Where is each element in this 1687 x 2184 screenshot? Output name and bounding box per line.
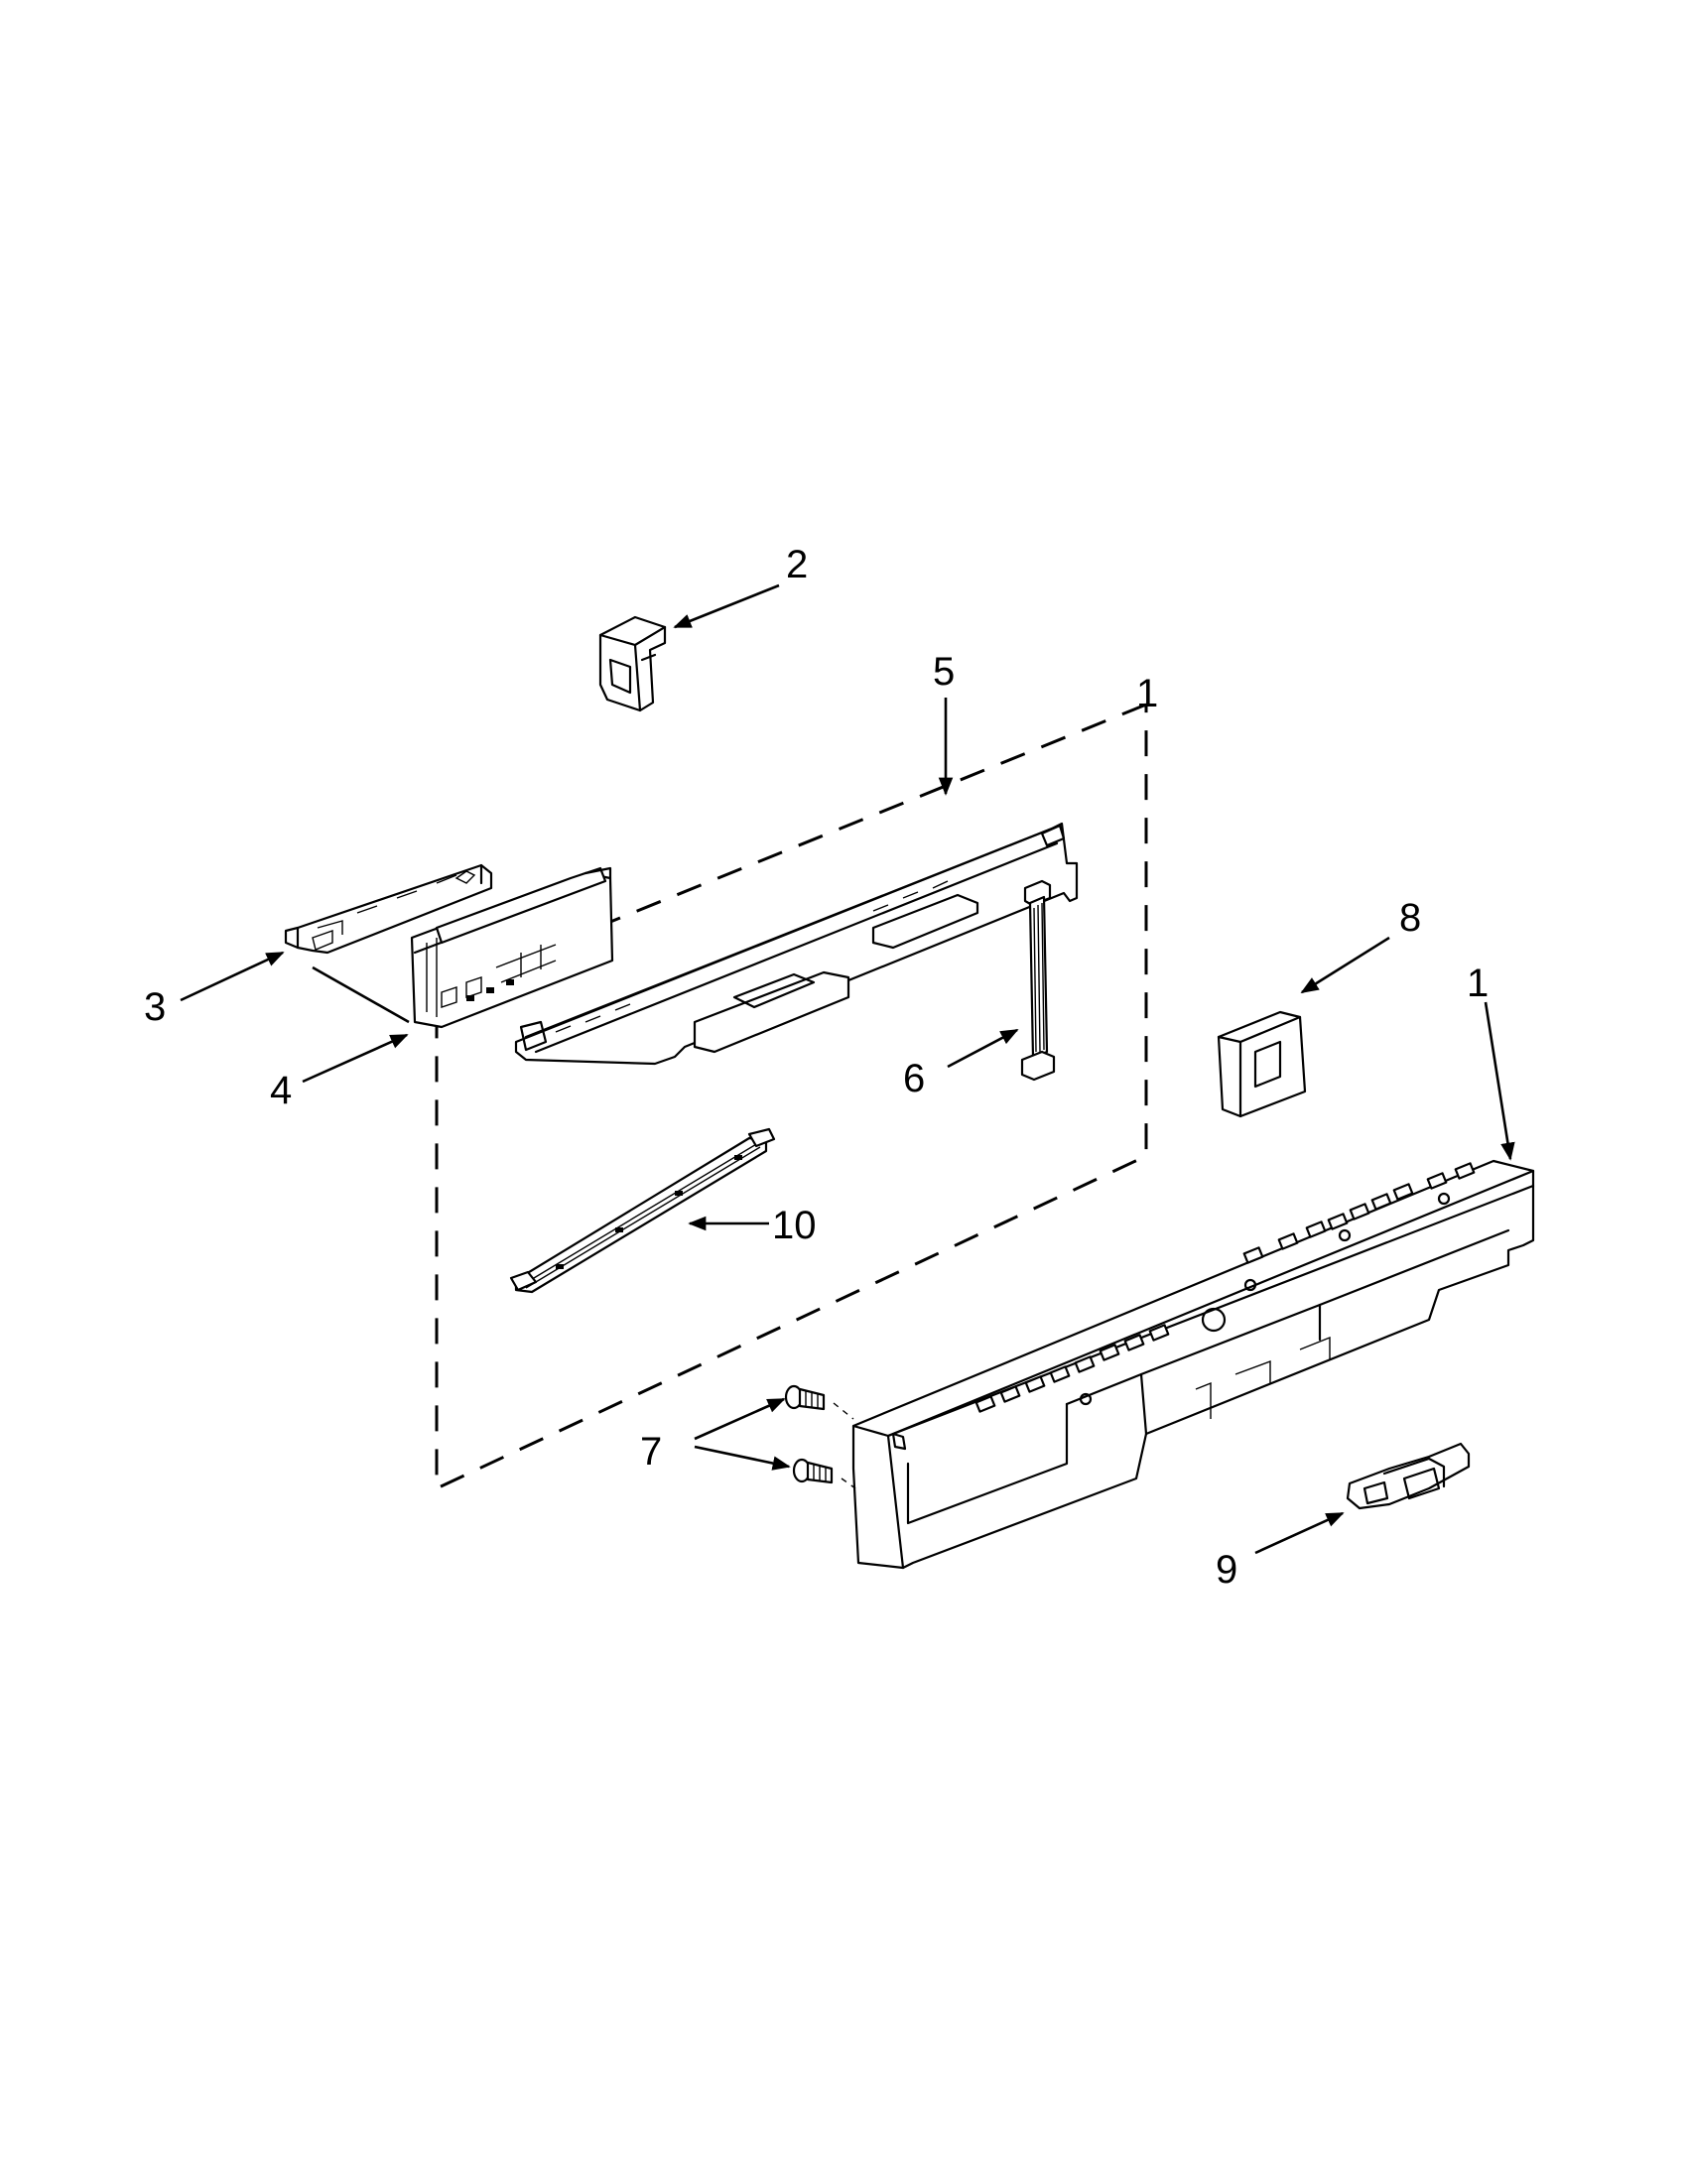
callout-3: 3: [144, 985, 166, 1029]
callout-9: 9: [1216, 1548, 1237, 1592]
callout-6: 6: [903, 1057, 925, 1100]
part-9-latch: [1346, 1442, 1471, 1510]
part-5-mounting-bracket: [514, 822, 1079, 1066]
callout-10: 10: [772, 1204, 817, 1247]
part-6-wire-harness: [1020, 879, 1056, 1082]
callout-labels: 1 2 3 4 5 6 7 8 9 10: [144, 543, 1489, 1592]
assembly-boundary: 1: [435, 672, 1158, 1491]
part-8-shield-plate: [1217, 1010, 1307, 1118]
callout-5: 5: [933, 650, 955, 694]
leader-3-board: [312, 965, 410, 1024]
leader-8: [1300, 936, 1390, 994]
part-10-ribbon-harness: [509, 1127, 776, 1294]
leader-4: [302, 1033, 409, 1084]
leader-7-lower: [694, 1445, 791, 1471]
leader-2: [673, 583, 780, 629]
leader-3: [180, 951, 285, 1002]
leader-1: [1484, 1001, 1515, 1161]
part-4-control-board: [410, 866, 614, 1029]
leader-6: [947, 1028, 1019, 1069]
callout-4: 4: [270, 1069, 292, 1112]
callout-8: 8: [1399, 896, 1421, 940]
callout-7: 7: [640, 1430, 662, 1474]
part-7-screws: [784, 1384, 856, 1489]
callout-1: 1: [1467, 962, 1489, 1005]
leader-7-upper: [694, 1397, 786, 1441]
button-row-right: [1242, 1162, 1476, 1264]
part-2-bracket-clip: [598, 615, 667, 712]
part-1-control-panel: [851, 1159, 1535, 1570]
part-3-bracket: [284, 863, 493, 955]
screw-upper: [784, 1384, 826, 1411]
callout-2: 2: [786, 543, 808, 586]
button-row-left: [974, 1324, 1170, 1413]
leader-lines: [180, 583, 1515, 1555]
group-marker-label: 1: [1136, 672, 1158, 715]
screw-lower: [792, 1458, 834, 1484]
leader-9: [1254, 1511, 1345, 1555]
